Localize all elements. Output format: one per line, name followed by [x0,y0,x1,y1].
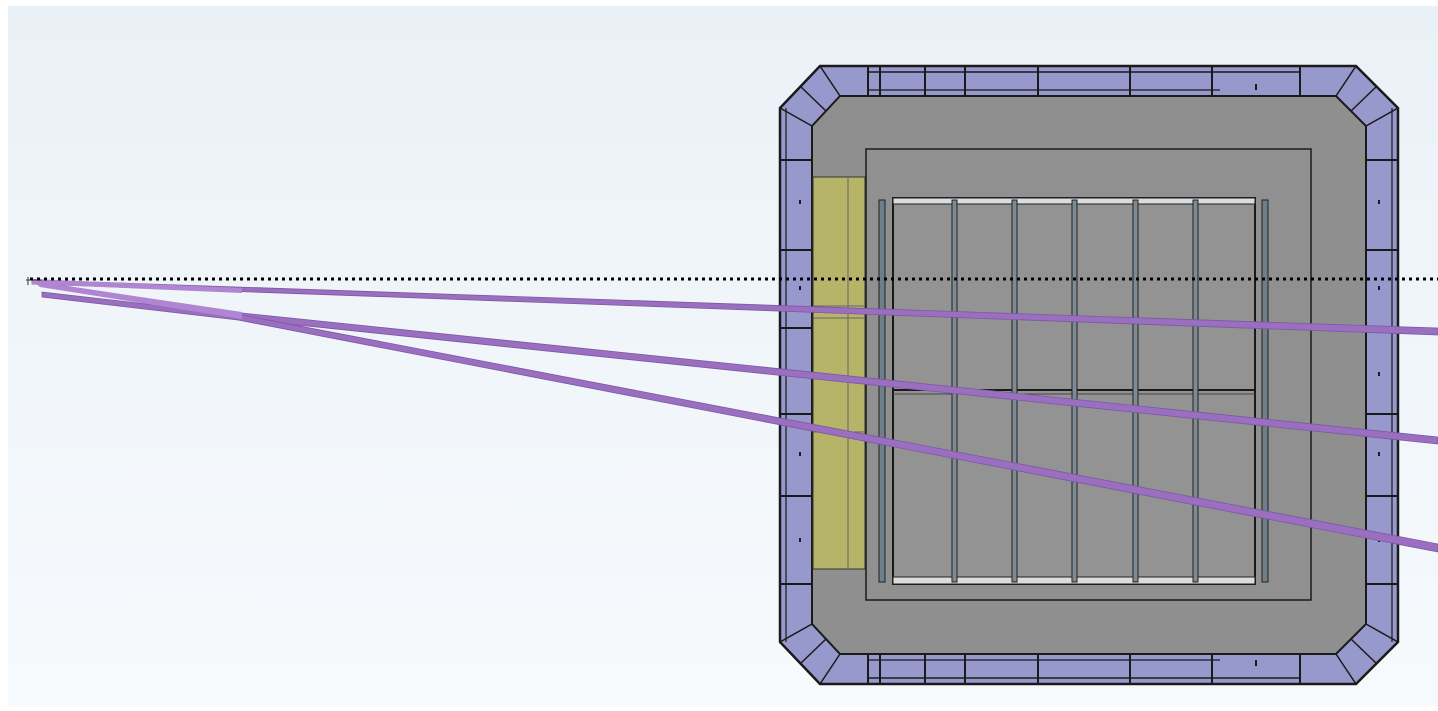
detector-column-separator [1071,199,1078,583]
right-post [1261,199,1269,583]
detector-column-separator [1132,199,1139,583]
right-segments [1366,108,1398,642]
beam-source-fan [32,279,242,293]
corner-facets [779,65,1399,685]
left-post [878,199,886,583]
detector-column-separator [1192,199,1199,583]
beam-source-fan-lower [32,281,242,319]
top-segments [867,66,1301,96]
bottom-segments [867,654,1301,684]
detector-column-separator [1011,199,1018,583]
beam-tracks[interactable] [31,279,1438,553]
